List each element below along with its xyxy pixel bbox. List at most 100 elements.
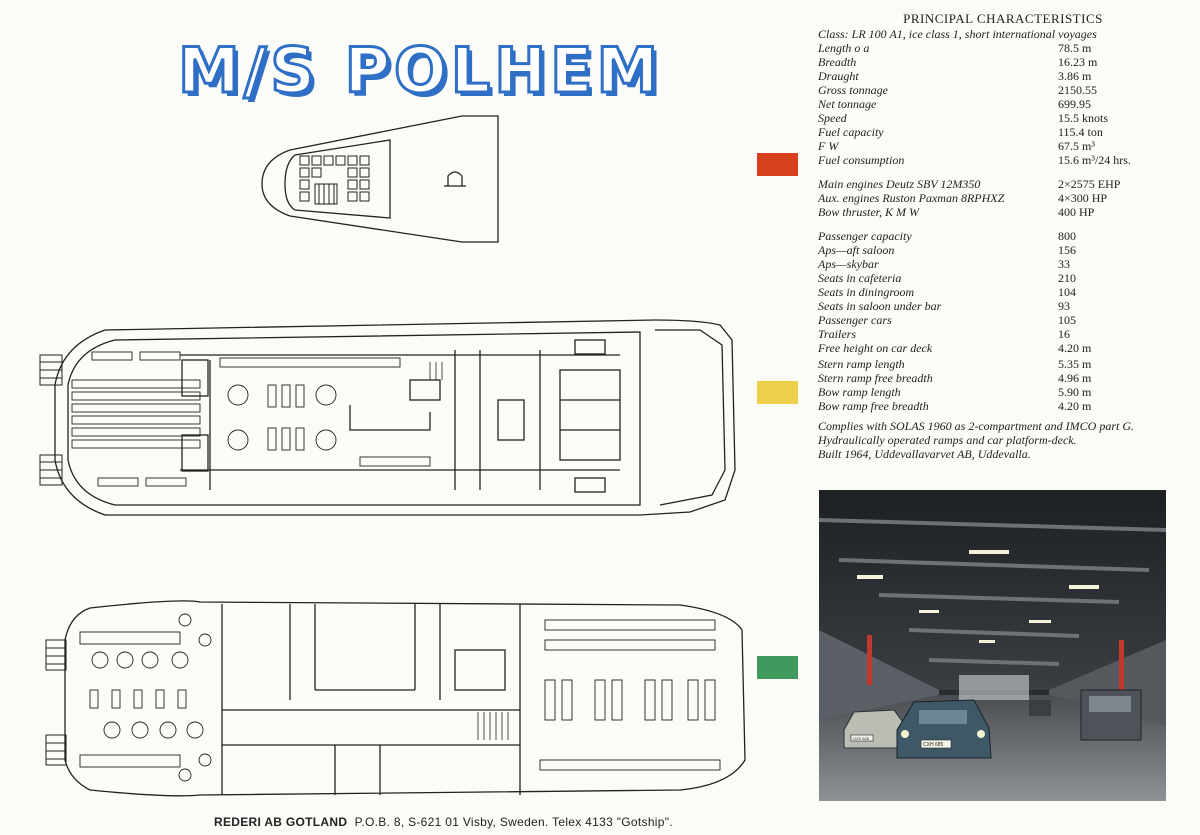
spec-value: 4.20 m: [1058, 399, 1092, 413]
lower-deck-plan: [45, 600, 746, 797]
spec-value: 800: [1058, 229, 1076, 243]
spec-label: Seats in diningroom: [818, 285, 915, 299]
deck-plans: [39, 115, 746, 797]
note-line: Built 1964, Uddevallavarvet AB, Uddevall…: [818, 447, 1031, 461]
note-line: Complies with SOLAS 1960 as 2-compartmen…: [818, 419, 1134, 433]
spec-value: 4.96 m: [1058, 371, 1092, 385]
spec-row: Main engines Deutz SBV 12M350 2×2575 EHP: [818, 177, 1178, 191]
spec-row: Aps—aft saloon 156: [818, 243, 1178, 257]
spec-row: Free height on car deck 4.20 m: [818, 341, 1178, 355]
spec-row: Passenger capacity 800: [818, 229, 1178, 243]
spec-row: Bow ramp free breadth 4.20 m: [818, 399, 1178, 413]
spec-value: 67.5 m³: [1058, 139, 1095, 153]
car-deck-photo: GZX 626 CXH 685: [819, 490, 1166, 801]
spec-row: Bow ramp length 5.90 m: [818, 385, 1178, 399]
spec-row: Aux. engines Ruston Paxman 8RPHXZ 4×300 H…: [818, 191, 1178, 205]
spec-label: Passenger cars: [818, 313, 892, 327]
spec-label: Fuel capacity: [818, 125, 884, 139]
spec-label: Draught: [818, 69, 859, 83]
spec-row: Net tonnage 699.95: [818, 97, 1178, 111]
main-deck-plan: [39, 319, 736, 516]
spec-row: Seats in saloon under bar 93: [818, 299, 1178, 313]
spec-row: Fuel consumption 15.6 m³/24 hrs.: [818, 153, 1178, 167]
specs-heading: PRINCIPAL CHARACTERISTICS: [903, 11, 1103, 26]
spec-row: Trailers 16: [818, 327, 1178, 341]
spec-row: F W 67.5 m³: [818, 139, 1178, 153]
spec-label: Passenger capacity: [818, 229, 912, 243]
spec-value: 104: [1058, 285, 1076, 299]
spec-value: 5.90 m: [1058, 385, 1092, 399]
top-deck-plan: [261, 115, 499, 243]
spec-value: 115.4 ton: [1058, 125, 1103, 139]
spec-label: Gross tonnage: [818, 83, 888, 97]
spec-row: Draught 3.86 m: [818, 69, 1178, 83]
spec-row: Seats in cafeteria 210: [818, 271, 1178, 285]
spec-label: Seats in saloon under bar: [818, 299, 942, 313]
spec-row: Stern ramp free breadth 4.96 m: [818, 371, 1178, 385]
spec-row: Breadth 16.23 m: [818, 55, 1178, 69]
spec-row: Gross tonnage 2150.55: [818, 83, 1178, 97]
spec-label: Aux. engines Ruston Paxman 8RPHXZ: [818, 191, 1005, 205]
spec-label: Breadth: [818, 55, 857, 69]
spec-label: Stern ramp free breadth: [818, 371, 933, 385]
spec-label: Free height on car deck: [818, 341, 933, 355]
spec-value: 105: [1058, 313, 1076, 327]
footer-contact: REDERI AB GOTLAND P.O.B. 8, S-621 01 Vis…: [214, 815, 673, 829]
deck-color-swatch-green: [757, 656, 798, 679]
spec-row: Stern ramp length 5.35 m: [818, 357, 1178, 371]
specs-group-ramps: Stern ramp length 5.35 m Stern ramp free …: [818, 357, 1178, 413]
spec-value: 33: [1058, 257, 1070, 271]
spec-value: 16: [1058, 327, 1070, 341]
spec-value: 4×300 HP: [1058, 191, 1108, 205]
spec-label: Length o a: [818, 41, 870, 55]
spec-value: 15.6 m³/24 hrs.: [1058, 153, 1131, 167]
spec-label: Trailers: [818, 327, 857, 341]
spec-row: Fuel capacity 115.4 ton: [818, 125, 1178, 139]
spec-value: 93: [1058, 299, 1070, 313]
spec-value: 400 HP: [1058, 205, 1095, 219]
plate-left: GZX 626: [853, 736, 870, 741]
spec-label: Aps—aft saloon: [818, 243, 895, 257]
note-line: Hydraulically operated ramps and car pla…: [818, 433, 1077, 447]
spec-value: 699.95: [1058, 97, 1091, 111]
spec-value: 4.20 m: [1058, 341, 1092, 355]
deck-color-swatch-yellow: [757, 381, 798, 404]
spec-row: Bow thruster, K M W 400 HP: [818, 205, 1178, 219]
spec-row: Length o a 78.5 m: [818, 41, 1178, 55]
spec-label: Bow ramp length: [818, 385, 901, 399]
spec-value: 156: [1058, 243, 1076, 257]
spec-row: Speed 15.5 knots: [818, 111, 1178, 125]
spec-value: 210: [1058, 271, 1076, 285]
spec-label: Stern ramp length: [818, 357, 905, 371]
specs-group-dimensions: Length o a 78.5 m Breadth 16.23 m Draught 3…: [818, 41, 1178, 167]
plate-main: CXH 685: [923, 742, 944, 748]
specs-notes: Complies with SOLAS 1960 as 2-compartmen…: [818, 419, 1178, 461]
spec-label: Main engines Deutz SBV 12M350: [818, 177, 981, 191]
spec-label: Fuel consumption: [818, 153, 905, 167]
spec-label: Aps—skybar: [818, 257, 879, 271]
deck-color-swatch-red: [757, 153, 798, 176]
spec-value: 2150.55: [1058, 83, 1097, 97]
spec-label: Bow thruster, K M W: [818, 205, 920, 219]
spec-value: 16.23 m: [1058, 55, 1098, 69]
class-line: Class: LR 100 A1, ice class 1, short int…: [818, 27, 1097, 41]
principal-characteristics: PRINCIPAL CHARACTERISTICS Class: LR 100 …: [818, 11, 1178, 462]
spec-value: 5.35 m: [1058, 357, 1092, 371]
spec-row: Passenger cars 105: [818, 313, 1178, 327]
company-address: P.O.B. 8, S-621 01 Visby, Sweden. Telex …: [354, 815, 673, 829]
spec-label: Speed: [818, 111, 847, 125]
ship-title: M/S POLHEM: [176, 33, 663, 109]
spec-value: 78.5 m: [1058, 41, 1092, 55]
company-name: REDERI AB GOTLAND: [214, 815, 348, 829]
spec-value: 3.86 m: [1058, 69, 1092, 83]
spec-label: Bow ramp free breadth: [818, 399, 929, 413]
spec-label: F W: [818, 139, 839, 153]
spec-value: 15.5 knots: [1058, 111, 1109, 125]
spec-row: Aps—skybar 33: [818, 257, 1178, 271]
spec-row: Seats in diningroom 104: [818, 285, 1178, 299]
spec-value: 2×2575 EHP: [1058, 177, 1121, 191]
spec-label: Net tonnage: [818, 97, 877, 111]
spec-label: Seats in cafeteria: [818, 271, 902, 285]
